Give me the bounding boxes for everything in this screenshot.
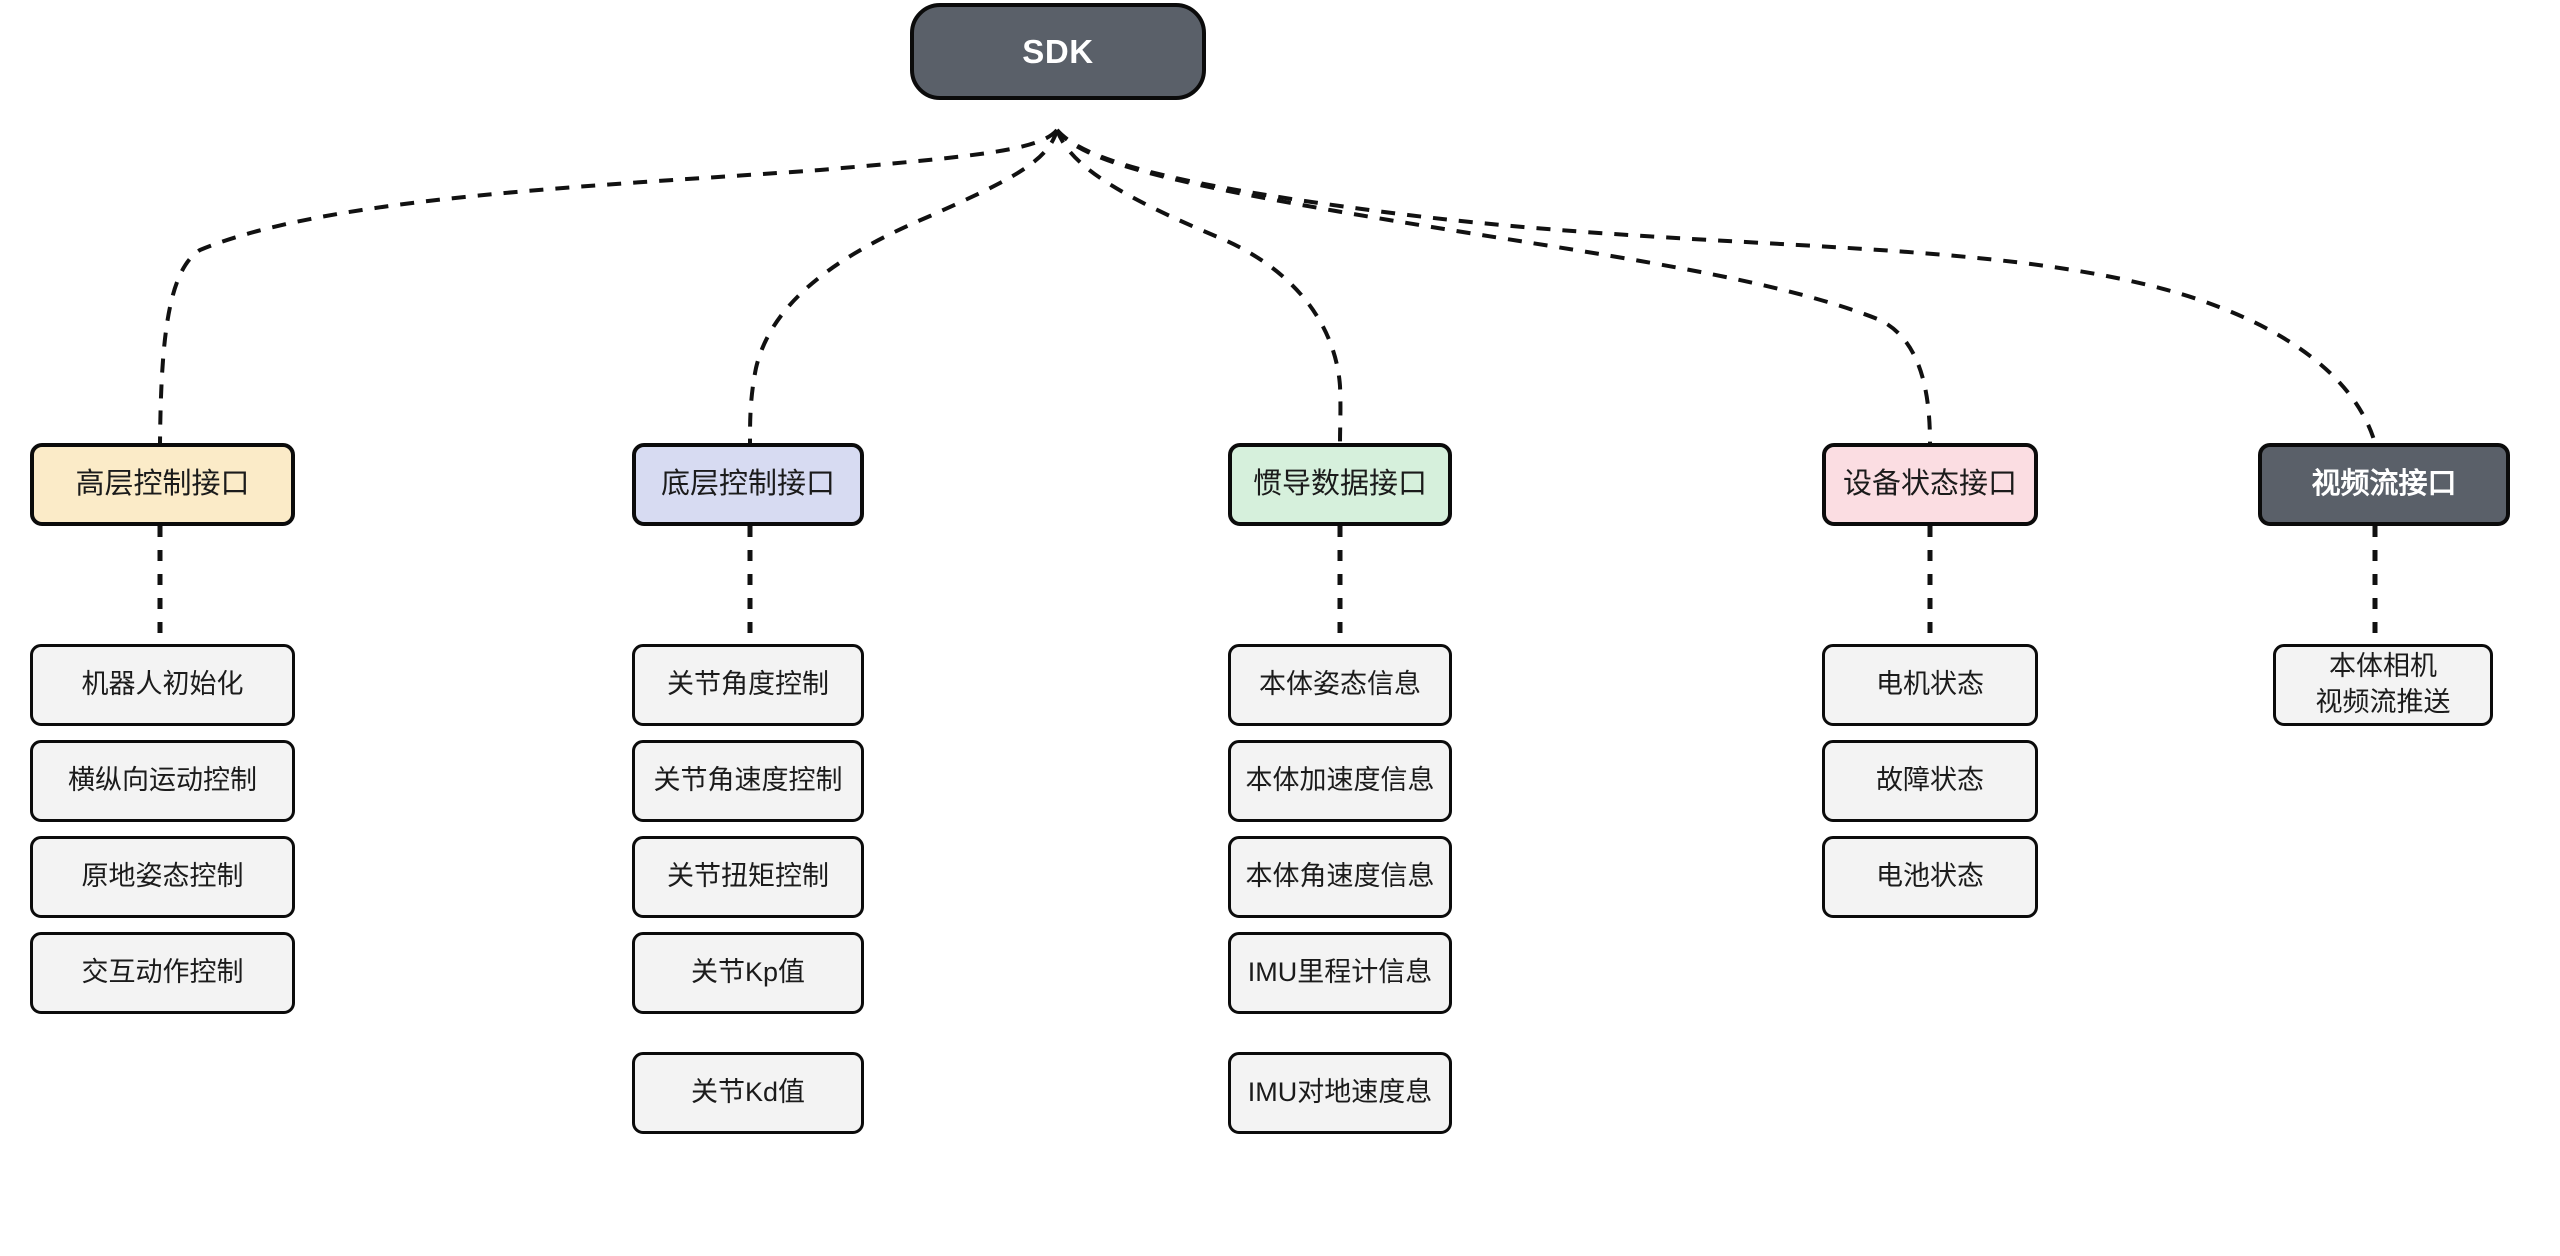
leaf-node-label-line: 本体相机 [2329,651,2437,682]
leaf-node-high-level-control-4[interactable]: 交互动作控制 [30,932,295,1014]
leaf-node-label: 横纵向运动控制 [68,763,257,799]
leaf-node-imu-data-5[interactable]: IMU对地速度息 [1228,1052,1452,1134]
leaf-node-label: 机器人初始化 [82,667,244,703]
edge-root-to-category-4 [1055,128,1932,444]
leaf-node-low-level-control-1[interactable]: 关节角度控制 [632,644,864,726]
category-node-label: 高层控制接口 [75,468,250,501]
leaf-node-label-line: 视频流推送 [2315,687,2451,717]
leaf-node-label-line: 机器人初始化 [81,669,244,700]
leaf-node-label-line: 横纵向运动控制 [68,765,257,796]
category-node-high-level-control[interactable]: 高层控制接口 [30,443,295,526]
leaf-node-label: 关节角度控制 [667,667,829,703]
leaf-node-label-line: 电机状态 [1876,669,1984,700]
category-node-label: 视频流接口 [2311,468,2457,501]
category-node-device-status[interactable]: 设备状态接口 [1822,443,2038,526]
leaf-node-label: 关节Kp值 [691,955,805,991]
category-node-label: 惯导数据接口 [1252,468,1427,501]
category-node-low-level-control[interactable]: 底层控制接口 [632,443,864,526]
leaf-node-high-level-control-2[interactable]: 横纵向运动控制 [30,740,295,822]
leaf-node-label: 本体角速度信息 [1246,859,1435,895]
leaf-node-imu-data-3[interactable]: 本体角速度信息 [1228,836,1452,918]
leaf-node-device-status-3[interactable]: 电池状态 [1822,836,2038,918]
edge-root-to-category-5 [1055,128,2377,444]
leaf-node-label-line: 关节角度控制 [667,669,829,700]
leaf-node-label-line: 电池状态 [1876,861,1984,892]
leaf-node-label-line: 本体姿态信息 [1259,669,1421,700]
leaf-node-label-line: 本体加速度信息 [1245,765,1435,796]
category-node-video-stream[interactable]: 视频流接口 [2258,443,2510,526]
leaf-node-label-line: 关节Kp值 [690,957,806,988]
leaf-node-label: 原地姿态控制 [82,859,244,895]
leaf-node-label-line: 关节Kd值 [690,1077,806,1108]
edge-root-to-category-2 [748,129,1059,444]
leaf-node-low-level-control-3[interactable]: 关节扭矩控制 [632,836,864,918]
leaf-node-label: 本体加速度信息 [1246,763,1435,799]
leaf-node-label-line: 关节角速度控制 [653,765,843,796]
category-node-label: 设备状态接口 [1842,468,2017,501]
leaf-node-label: 本体相机视频流推送 [2316,649,2451,720]
leaf-node-device-status-1[interactable]: 电机状态 [1822,644,2038,726]
leaf-node-label: 电机状态 [1876,667,1984,703]
leaf-node-label: 关节角速度控制 [654,763,843,799]
leaf-node-label: IMU里程计信息 [1248,955,1433,991]
category-node-label: 底层控制接口 [660,468,835,501]
leaf-node-label-line: IMU里程计信息 [1247,957,1433,988]
leaf-node-label-line: 故障状态 [1876,765,1984,796]
edge-root-to-category-1 [158,128,1059,444]
edge-root-to-category-3 [1055,129,1343,444]
leaf-node-imu-data-1[interactable]: 本体姿态信息 [1228,644,1452,726]
leaf-node-label: 关节扭矩控制 [667,859,829,895]
leaf-node-device-status-2[interactable]: 故障状态 [1822,740,2038,822]
leaf-node-label-line: 原地姿态控制 [81,861,244,892]
category-node-imu-data[interactable]: 惯导数据接口 [1228,443,1452,526]
leaf-node-label: 关节Kd值 [691,1075,805,1111]
leaf-node-label: 电池状态 [1876,859,1984,895]
leaf-node-video-stream-1[interactable]: 本体相机视频流推送 [2273,644,2493,726]
leaf-node-high-level-control-3[interactable]: 原地姿态控制 [30,836,295,918]
leaf-node-low-level-control-4[interactable]: 关节Kp值 [632,932,864,1014]
leaf-node-label: 交互动作控制 [82,955,244,991]
leaf-node-label: 本体姿态信息 [1259,667,1421,703]
root-node-sdk[interactable]: SDK [910,3,1206,100]
leaf-node-imu-data-4[interactable]: IMU里程计信息 [1228,932,1452,1014]
root-node-label: SDK [1022,32,1094,70]
leaf-node-imu-data-2[interactable]: 本体加速度信息 [1228,740,1452,822]
leaf-node-label-line: IMU对地速度息 [1247,1077,1433,1108]
leaf-node-high-level-control-1[interactable]: 机器人初始化 [30,644,295,726]
leaf-node-label-line: 关节扭矩控制 [667,861,829,892]
leaf-node-low-level-control-2[interactable]: 关节角速度控制 [632,740,864,822]
leaf-node-label: 故障状态 [1876,763,1984,799]
leaf-node-label-line: 交互动作控制 [81,957,244,988]
leaf-node-label: IMU对地速度息 [1248,1075,1433,1111]
leaf-node-label-line: 本体角速度信息 [1245,861,1435,892]
leaf-node-low-level-control-5[interactable]: 关节Kd值 [632,1052,864,1134]
